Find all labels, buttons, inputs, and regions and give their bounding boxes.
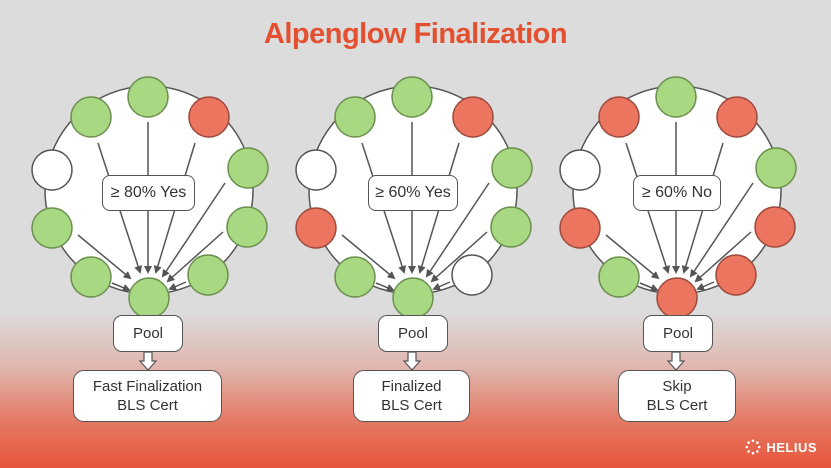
result-line-1: Fast Finalization <box>92 378 203 395</box>
vote-arrow <box>639 282 659 292</box>
pool-label: Pool <box>662 325 694 342</box>
vote-arrow <box>689 182 754 278</box>
validator-node-yes <box>334 96 376 138</box>
validator-node-yes <box>491 147 533 189</box>
vote-arrow <box>432 281 451 291</box>
validator-node-abstain <box>295 149 337 191</box>
validator-node-no <box>452 96 494 138</box>
validator-node-yes <box>127 76 169 118</box>
result-box-1: Fast Finalization BLS Cert <box>73 370 222 422</box>
threshold-text: ≥ 60% No <box>641 184 713 201</box>
pool-box-2: Pool <box>378 315 448 352</box>
vote-arrow <box>694 231 752 283</box>
result-line-1: Finalized <box>381 378 442 395</box>
result-line-2: BLS Cert <box>381 397 442 414</box>
threshold-label-1: ≥ 80% Yes <box>102 175 195 211</box>
vote-arrow <box>430 231 488 283</box>
vote-arrow <box>111 282 131 292</box>
helius-logo: HELIUS <box>745 439 817 455</box>
result-line-2: BLS Cert <box>117 397 178 414</box>
validator-node-yes <box>755 147 797 189</box>
validator-node-no <box>598 96 640 138</box>
pool-box-1: Pool <box>113 315 183 352</box>
sun-ring-icon <box>745 439 761 455</box>
validator-node-yes <box>70 96 112 138</box>
pool-box-3: Pool <box>643 315 713 352</box>
threshold-label-3: ≥ 60% No <box>633 175 721 211</box>
validator-node-no <box>754 206 796 248</box>
vote-arrow <box>696 281 715 291</box>
validator-node-abstain <box>31 149 73 191</box>
vote-arrow <box>168 281 187 291</box>
validator-node-yes <box>490 206 532 248</box>
validator-node-yes <box>226 206 268 248</box>
threshold-text: ≥ 60% Yes <box>375 184 451 201</box>
vote-arrow <box>161 182 226 278</box>
validator-node-yes <box>187 254 229 296</box>
validator-node-abstain <box>451 254 493 296</box>
down-arrow-icon <box>402 351 422 371</box>
down-arrow-icon <box>666 351 686 371</box>
vote-arrow <box>375 282 395 292</box>
pool-label: Pool <box>132 325 164 342</box>
aggregate-node-no <box>656 277 698 319</box>
result-line-2: BLS Cert <box>646 397 708 414</box>
threshold-label-2: ≥ 60% Yes <box>368 175 458 211</box>
aggregate-node-yes <box>392 277 434 319</box>
validator-node-yes <box>391 76 433 118</box>
down-arrow-icon <box>138 351 158 371</box>
vote-arrow <box>341 234 396 280</box>
vote-arrow <box>605 234 660 280</box>
validator-node-abstain <box>559 149 601 191</box>
logo-text: HELIUS <box>766 439 817 455</box>
validator-node-no <box>715 254 757 296</box>
validator-node-no <box>559 207 601 249</box>
result-box-2: Finalized BLS Cert <box>353 370 470 422</box>
validator-node-no <box>188 96 230 138</box>
result-line-1: Skip <box>662 378 692 395</box>
validator-node-yes <box>655 76 697 118</box>
vote-arrow <box>166 231 224 283</box>
validator-node-no <box>295 207 337 249</box>
validator-node-yes <box>334 256 376 298</box>
validator-node-yes <box>70 256 112 298</box>
aggregate-node-yes <box>128 277 170 319</box>
validator-node-no <box>716 96 758 138</box>
validator-node-yes <box>227 147 269 189</box>
pool-label: Pool <box>397 325 429 342</box>
page-title: Alpenglow Finalization <box>263 18 568 50</box>
result-box-3: Skip BLS Cert <box>618 370 736 422</box>
validator-node-yes <box>598 256 640 298</box>
threshold-text: ≥ 80% Yes <box>110 184 187 201</box>
vote-arrow <box>77 234 132 280</box>
validator-node-yes <box>31 207 73 249</box>
vote-arrow <box>425 182 490 278</box>
